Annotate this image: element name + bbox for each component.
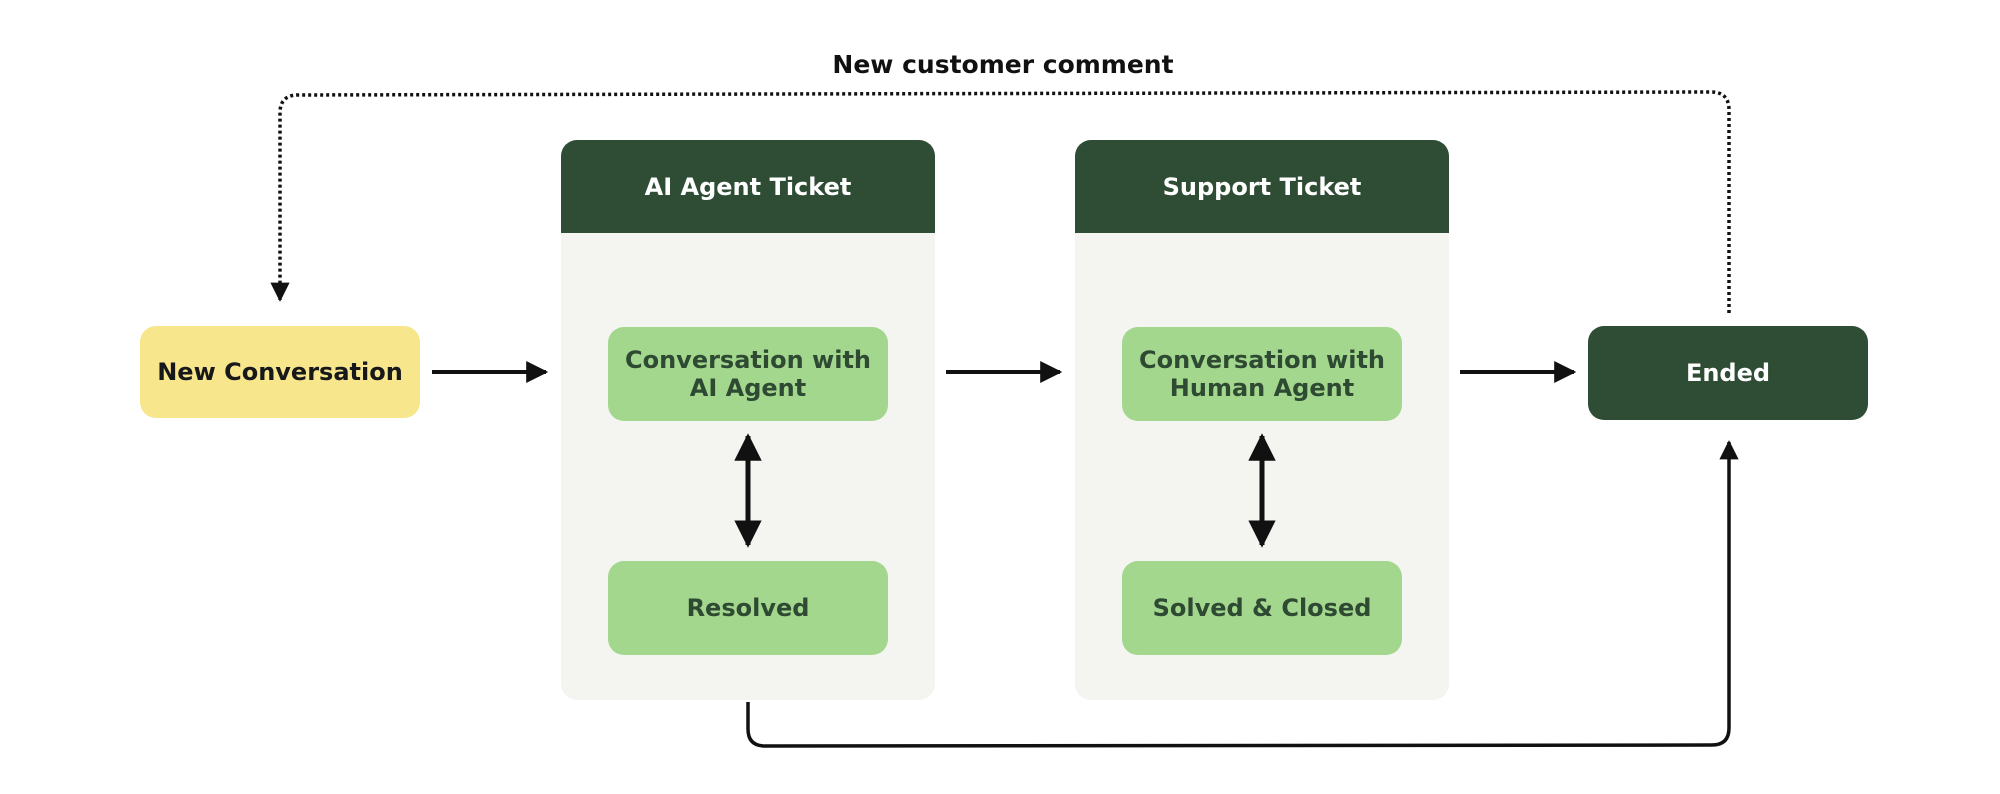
support-ticket-panel: Support Ticket Conversation with Human A… <box>1075 140 1449 700</box>
conversation-with-human-agent-line1: Conversation with <box>1138 346 1385 374</box>
support-panel-bidirectional-arrow <box>1248 433 1276 548</box>
support-ticket-title: Support Ticket <box>1162 172 1362 201</box>
ai-agent-ticket-panel: AI Agent Ticket Conversation with AI Age… <box>561 140 935 700</box>
support-ticket-header: Support Ticket <box>1075 140 1449 233</box>
new-conversation-node: New Conversation <box>140 326 420 418</box>
resolved-label: Resolved <box>686 594 810 622</box>
resolved-node: Resolved <box>608 561 888 655</box>
conversation-with-ai-agent-line1: Conversation with <box>624 346 871 374</box>
ended-label: Ended <box>1685 359 1771 387</box>
conversation-with-human-agent-line2: Human Agent <box>1169 374 1355 402</box>
bottom-return-connector <box>746 440 1739 748</box>
conversation-with-ai-agent-node: Conversation with AI Agent <box>608 327 888 421</box>
ended-node: Ended <box>1588 326 1868 420</box>
feedback-loop-connector <box>270 90 1731 313</box>
solved-and-closed-node: Solved & Closed <box>1122 561 1402 655</box>
ai-panel-bidirectional-arrow <box>734 433 762 548</box>
feedback-loop-label: New customer comment <box>832 50 1174 79</box>
conversation-with-ai-agent-line2: AI Agent <box>689 374 807 402</box>
new-conversation-label: New Conversation <box>157 358 403 386</box>
ai-agent-ticket-header: AI Agent Ticket <box>561 140 935 233</box>
conversation-with-human-agent-node: Conversation with Human Agent <box>1122 327 1402 421</box>
solved-and-closed-label: Solved & Closed <box>1152 594 1372 622</box>
ai-agent-ticket-title: AI Agent Ticket <box>644 172 852 201</box>
